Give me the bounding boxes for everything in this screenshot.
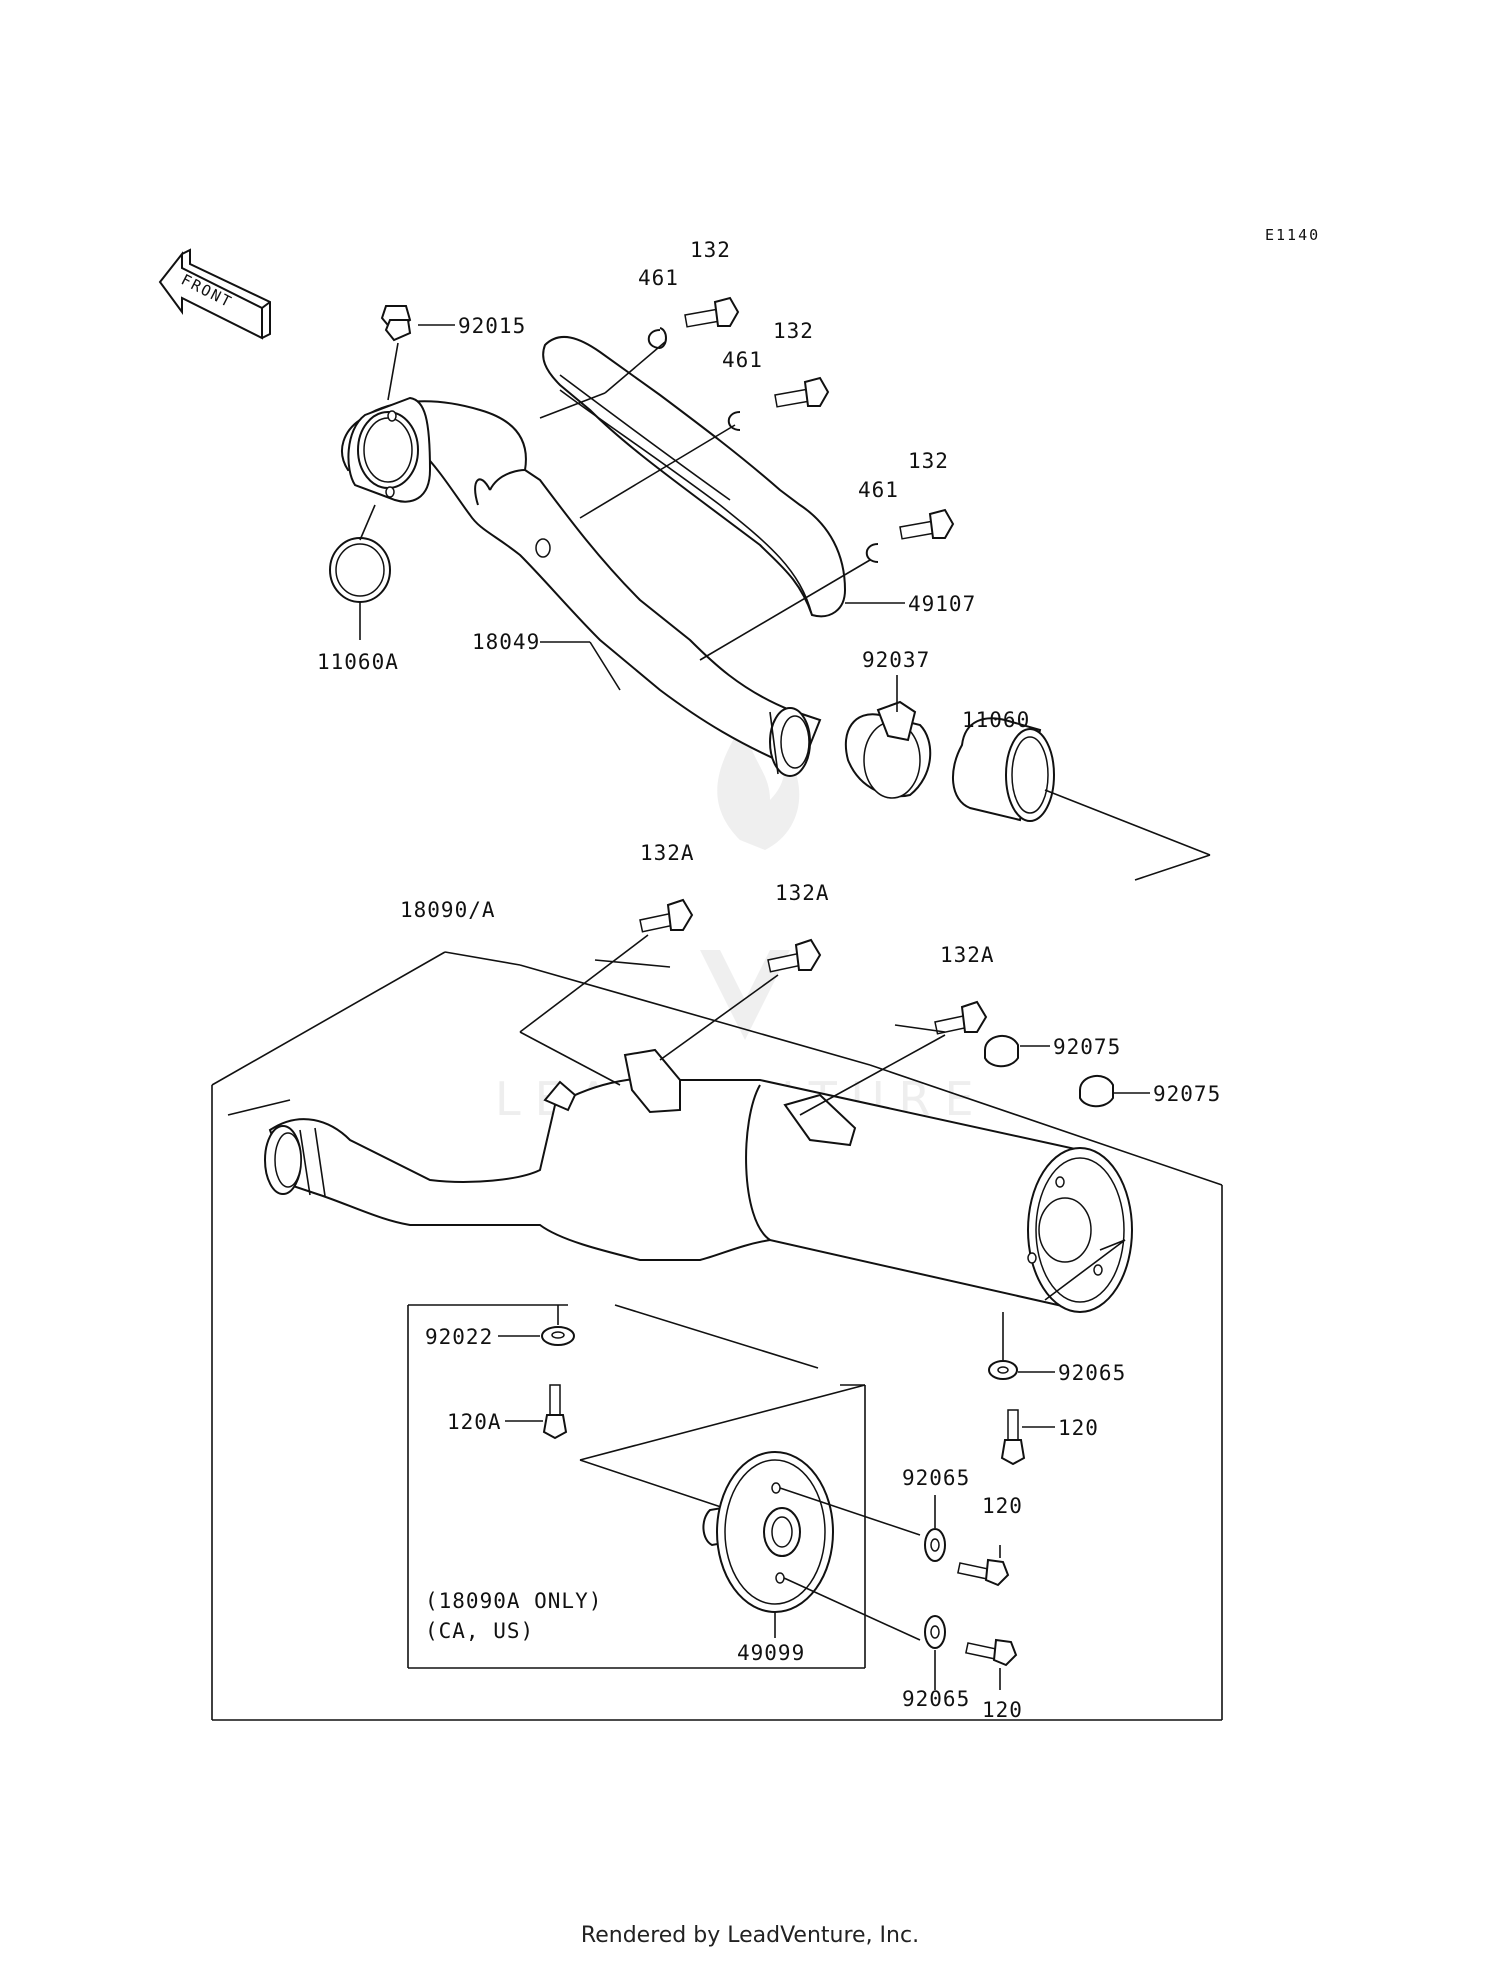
label-461-a: 461 [638,266,679,290]
exhaust-header-pipe [341,396,822,777]
note-18090a-only: (18090A ONLY) [425,1589,602,1613]
label-18049: 18049 [472,630,540,654]
upper-leader-lines [359,324,1211,881]
bolt-92015 [380,305,412,342]
label-120-b: 120 [982,1494,1023,1518]
label-92022: 92022 [425,1325,493,1349]
washer-92022 [498,1305,575,1346]
label-92015: 92015 [458,314,526,338]
washer-92065-c [924,1615,946,1690]
bolt-120-c [965,1638,1018,1690]
clip-461-a [647,327,667,349]
label-132a-c: 132A [940,943,995,967]
clip-461-b [727,411,741,431]
label-92037: 92037 [862,648,930,672]
washer-92065-b [924,1495,946,1562]
label-461-b: 461 [722,348,763,372]
grommet-92075-b [1079,1075,1114,1108]
label-132-a: 132 [690,238,731,262]
label-132-c: 132 [908,449,949,473]
label-92065-c: 92065 [902,1687,970,1711]
front-arrow-icon: FRONT [158,248,271,340]
label-120-c: 120 [982,1698,1023,1722]
heat-shield [542,336,847,618]
gasket-11060a [329,537,391,603]
spark-arrestor [702,1451,921,1641]
bolt-132-a [684,296,740,328]
label-18090a: 18090/A [400,898,496,922]
note-ca-us: (CA, US) [425,1619,534,1643]
bolt-132a-b [767,938,822,973]
label-11060a: 11060A [317,650,399,674]
label-120a: 120A [447,1410,502,1434]
clamp-92037 [844,700,932,799]
label-92065-b: 92065 [902,1466,970,1490]
bolt-120a [505,1384,568,1440]
muffler [264,1048,1133,1313]
bolt-132-b [774,376,830,408]
washer-92065-a [988,1312,1055,1380]
diagram-code: E1140 [1265,226,1320,244]
label-92075-a: 92075 [1053,1035,1121,1059]
label-92075-b: 92075 [1153,1082,1221,1106]
clip-461-c [865,543,879,563]
bolt-120-b [957,1545,1010,1587]
sleeve-11060 [951,717,1055,822]
lower-leader-lines [211,934,1223,1721]
label-132a-b: 132A [775,881,830,905]
label-11060: 11060 [962,708,1030,732]
label-49107: 49107 [908,592,976,616]
footer-credit: Rendered by LeadVenture, Inc. [581,1923,919,1948]
label-92065-a: 92065 [1058,1361,1126,1385]
inner-detail-box [407,1304,866,1669]
label-120-a: 120 [1058,1416,1099,1440]
bolt-132-c [899,508,955,540]
label-132a-a: 132A [640,841,695,865]
bolt-120-a [1000,1409,1055,1466]
label-49099: 49099 [737,1641,805,1665]
label-461-c: 461 [858,478,899,502]
bolt-132a-c [934,1000,988,1035]
bolt-132a-a [639,898,694,933]
grommet-92075-a [984,1035,1019,1068]
label-132-b: 132 [773,319,814,343]
